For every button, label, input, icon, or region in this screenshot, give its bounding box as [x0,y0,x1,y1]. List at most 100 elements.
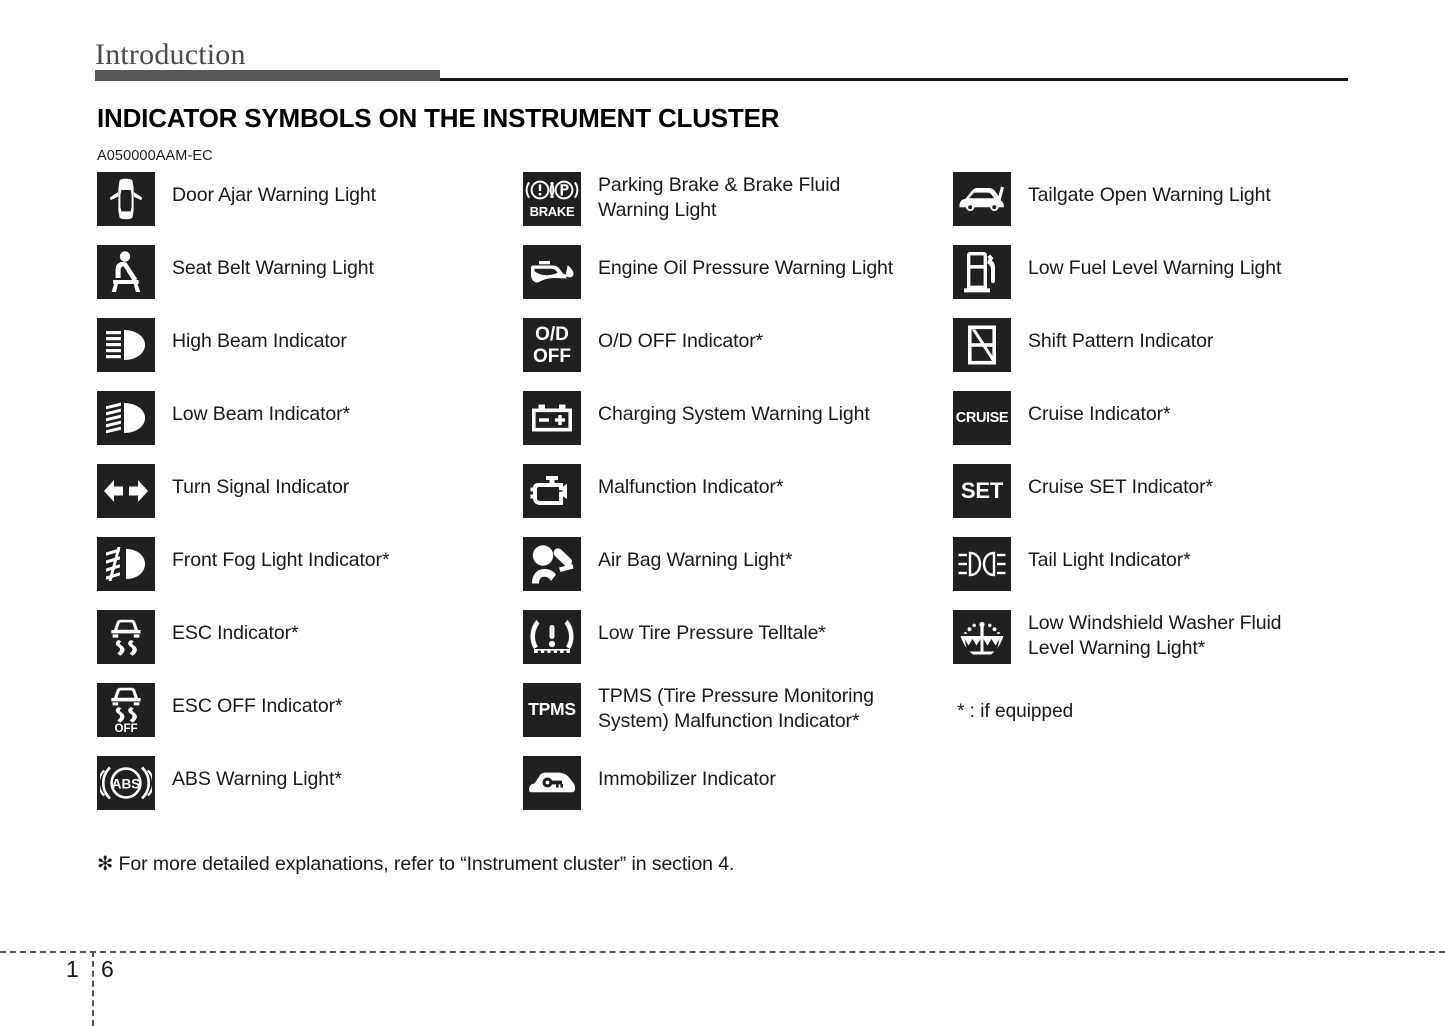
list-item: Low Beam Indicator* [97,391,517,464]
list-item-label: Air Bag Warning Light* [598,549,793,571]
tail-light-icon [953,537,1011,591]
footer-divider [0,951,1445,953]
list-item-label: High Beam Indicator [172,330,347,352]
od-off-icon: O/D OFF [523,318,581,372]
list-item: Tail Light Indicator* [953,537,1353,610]
front-fog-light-icon [97,537,155,591]
cruise-icon-text: CRUISE [955,409,1009,426]
list-item: Turn Signal Indicator [97,464,517,537]
bottom-note: ✻ For more detailed explanations, refer … [97,853,735,875]
list-item: Low Tire Pressure Telltale* [523,610,953,683]
turn-signal-icon [97,464,155,518]
list-item-label: Tail Light Indicator* [1028,549,1191,571]
cruise-set-icon-text: SET [960,478,1004,503]
list-item: BRAKE Parking Brake & Brake Fluid Warnin… [523,172,953,245]
engine-oil-pressure-icon [523,245,581,299]
document-code: A050000AAM-EC [97,148,213,164]
list-item: Charging System Warning Light [523,391,953,464]
list-item-label: Seat Belt Warning Light [172,257,374,279]
list-item: ESC Indicator* [97,610,517,683]
chapter-title: Introduction [95,38,246,71]
header-rule-thin [440,78,1348,81]
list-item-label: Front Fog Light Indicator* [172,549,390,571]
list-item-label: Low Windshield Washer Fluid Level Warnin… [1028,610,1282,661]
list-item: Malfunction Indicator* [523,464,953,537]
header-rule-thick [95,70,440,81]
list-item: OFF ESC OFF Indicator* [97,683,517,756]
abs-icon: ABS [97,756,155,810]
seat-belt-icon [97,245,155,299]
list-item-label: ESC OFF Indicator* [172,695,343,717]
list-item: Door Ajar Warning Light [97,172,517,245]
charging-system-icon [523,391,581,445]
list-item-label: Low Fuel Level Warning Light [1028,257,1282,279]
cruise-icon: CRUISE [953,391,1011,445]
list-item: Shift Pattern Indicator [953,318,1353,391]
symbol-column-3: Tailgate Open Warning Light Low Fuel Lev… [953,172,1353,723]
door-ajar-icon [97,172,155,226]
esc-off-icon: OFF [97,683,155,737]
list-item-label: Tailgate Open Warning Light [1028,184,1271,206]
immobilizer-icon [523,756,581,810]
list-item: Air Bag Warning Light* [523,537,953,610]
list-item: SET Cruise SET Indicator* [953,464,1353,537]
cruise-set-icon: SET [953,464,1011,518]
list-item-label: ABS Warning Light* [172,768,342,790]
equipped-note-row: * : if equipped [953,683,1353,723]
list-item-label: O/D OFF Indicator* [598,330,764,352]
list-item: Immobilizer Indicator [523,756,953,829]
symbol-column-1: Door Ajar Warning Light Seat Belt Warnin… [97,172,517,829]
list-item-label: Parking Brake & Brake Fluid Warning Ligh… [598,172,840,223]
list-item: TPMS TPMS (Tire Pressure Monitoring Syst… [523,683,953,756]
list-item: Seat Belt Warning Light [97,245,517,318]
list-item-label: Low Tire Pressure Telltale* [598,622,826,644]
list-item-label: Low Beam Indicator* [172,403,351,425]
chapter-header: Introduction [95,38,1350,72]
malfunction-icon [523,464,581,518]
tpms-icon: TPMS [523,683,581,737]
list-item: Tailgate Open Warning Light [953,172,1353,245]
symbol-column-2: BRAKE Parking Brake & Brake Fluid Warnin… [523,172,953,829]
list-item-label: ESC Indicator* [172,622,299,644]
list-item: High Beam Indicator [97,318,517,391]
chapter-number: 1 [66,956,79,982]
high-beam-icon [97,318,155,372]
header-rule [95,70,1348,82]
list-item-label: Door Ajar Warning Light [172,184,376,206]
page-title: INDICATOR SYMBOLS ON THE INSTRUMENT CLUS… [97,103,780,133]
list-item-label: Malfunction Indicator* [598,476,784,498]
list-item-label: Charging System Warning Light [598,403,870,425]
footer-vertical-divider [92,951,94,1026]
low-beam-icon [97,391,155,445]
list-item-label: Cruise Indicator* [1028,403,1171,425]
list-item-label-line2: Level Warning Light* [1028,637,1206,659]
list-item-label: Shift Pattern Indicator [1028,330,1214,352]
parking-brake-icon: BRAKE [523,172,581,226]
low-tire-pressure-icon [523,610,581,664]
brake-icon-text: BRAKE [530,204,575,219]
list-item: Low Fuel Level Warning Light [953,245,1353,318]
page-number: 6 [101,956,114,982]
list-item: Engine Oil Pressure Warning Light [523,245,953,318]
washer-fluid-icon [953,610,1011,664]
esc-icon [97,610,155,664]
air-bag-icon [523,537,581,591]
list-item: Front Fog Light Indicator* [97,537,517,610]
od-off-icon-text-line2: OFF [533,345,571,367]
list-item-label: Cruise SET Indicator* [1028,476,1214,498]
abs-icon-text: ABS [112,777,141,792]
list-item-label-line2: Warning Light [598,199,717,221]
list-item: O/D OFF O/D OFF Indicator* [523,318,953,391]
list-item-label: Immobilizer Indicator [598,768,776,790]
tailgate-open-icon [953,172,1011,226]
od-off-icon-text-line1: O/D [535,323,569,345]
esc-off-icon-text: OFF [115,723,138,734]
low-fuel-icon [953,245,1011,299]
list-item-label-line1: Parking Brake & Brake Fluid [598,174,841,196]
list-item: CRUISE Cruise Indicator* [953,391,1353,464]
list-item-label-line1: Low Windshield Washer Fluid [1028,612,1282,634]
list-item-label: TPMS (Tire Pressure Monitoring System) M… [598,683,874,734]
list-item: Low Windshield Washer Fluid Level Warnin… [953,610,1353,683]
list-item-label-line1: TPMS (Tire Pressure Monitoring [598,685,874,707]
list-item-label: Turn Signal Indicator [172,476,350,498]
